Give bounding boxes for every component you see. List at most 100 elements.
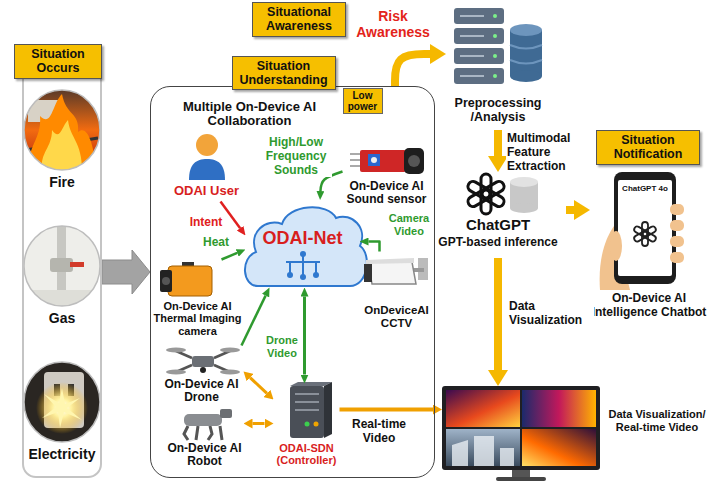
user-node: ODAI User — [172, 132, 242, 202]
hazard-item: Gas — [24, 226, 100, 328]
robot-image — [184, 414, 222, 426]
monitor-image — [446, 429, 520, 466]
sound-sensor-image — [368, 154, 380, 166]
status-badge: Low power — [343, 88, 383, 118]
node-label: On-Device AI Thermal Imaging camera — [152, 300, 244, 338]
sound-sensor-image — [350, 159, 360, 161]
electricity-photo — [24, 362, 100, 442]
connector-arrow — [369, 242, 380, 252]
hazard-item: Electricity — [24, 362, 100, 464]
device-node: On-Device AI Robot — [166, 408, 244, 470]
database-icon — [510, 203, 538, 213]
device-node: On-Device AI Thermal Imaging camera — [152, 260, 244, 344]
controller-node: ODAI-SDN (Controller) — [274, 384, 340, 476]
server-rack-image — [493, 34, 497, 38]
device-node: On-Device AI Drone — [160, 346, 244, 410]
drone-image — [166, 348, 186, 353]
phone-image — [633, 225, 648, 237]
thermal-camera-image — [160, 270, 172, 292]
edge-label: Data Visualization — [508, 300, 594, 328]
server-rack-image — [510, 24, 542, 36]
monitor-image — [512, 470, 530, 478]
robot-image — [184, 426, 222, 440]
electricity-photo — [24, 362, 100, 442]
cctv-image — [368, 262, 416, 284]
drone-image — [166, 348, 240, 375]
node-label: On-Device AI Sound sensor — [343, 180, 431, 208]
edge-label: Camera Video — [386, 212, 432, 237]
edge-label: Intent — [186, 216, 226, 230]
drone-image — [166, 370, 186, 375]
server-rack-image — [493, 54, 497, 58]
monitor-image — [446, 390, 520, 427]
fire-photo — [24, 90, 100, 170]
edge-label: Drone Video — [262, 334, 302, 359]
electricity-photo — [36, 382, 88, 434]
server-rack-image — [493, 74, 497, 78]
edge-label: Multimodal Feature Extraction — [506, 132, 584, 173]
connector-arrow — [395, 54, 430, 86]
server-rack-image — [510, 30, 542, 76]
cloud-icon — [300, 274, 306, 280]
chatgpt-logo — [466, 180, 492, 201]
gas-photo — [24, 226, 100, 306]
gas-photo — [24, 290, 100, 306]
network-cloud: ODAI-Net — [246, 200, 360, 288]
cctv-image — [364, 258, 428, 284]
gas-photo — [24, 226, 100, 306]
connector-arrow — [494, 258, 502, 370]
phone-image — [670, 252, 684, 263]
phone-image — [614, 172, 676, 284]
node-label: Fire — [24, 174, 100, 190]
node-label: Electricity — [24, 446, 100, 462]
phone-image — [600, 172, 684, 290]
stage-tag: Situational Awareness — [252, 2, 346, 40]
node-label: On-Device AI Robot — [166, 442, 244, 470]
cloud-icon — [245, 207, 367, 286]
server-image — [295, 394, 319, 410]
database-icon — [510, 177, 538, 213]
server-rack-image — [493, 14, 497, 18]
fire-photo — [24, 90, 100, 170]
node-label: On-Device AI Intelligence Chatbot — [590, 292, 708, 320]
monitor-node: Data Visualization/ Real-time Video — [442, 386, 708, 482]
node-label: ODAI User — [172, 184, 242, 199]
thermal-camera-image — [160, 262, 212, 296]
phone-image — [670, 236, 684, 247]
gas-photo — [24, 226, 100, 306]
fire-photo — [24, 90, 100, 170]
gas-photo — [70, 262, 84, 267]
stage-tag: Situation Occurs — [14, 44, 102, 79]
drone-image — [176, 351, 230, 372]
connector-arrow — [253, 422, 265, 425]
edge-label: High/Low Frequency Sounds — [260, 136, 332, 177]
cloud-icon — [245, 207, 367, 286]
user-icon — [196, 134, 218, 156]
connector-arrow — [303, 297, 306, 375]
node-label: ChatGPT — [430, 216, 566, 233]
server-image — [290, 382, 332, 438]
edge-label: Heat — [196, 236, 236, 250]
server-rack-image — [454, 8, 542, 84]
monitor-image — [442, 386, 600, 481]
phone-image — [633, 222, 657, 246]
node-label: Data Visualization/ Real-time Video — [606, 408, 708, 433]
cloud-icon — [313, 272, 319, 278]
fire-photo — [24, 90, 100, 170]
chatgpt-logo — [466, 174, 506, 214]
electricity-photo — [24, 362, 100, 442]
cloud-icon — [300, 251, 306, 257]
thermal-camera-image — [162, 277, 170, 285]
electricity-photo — [42, 388, 82, 428]
sound-sensor-image — [360, 150, 406, 172]
stage-tag: Situation Understanding — [232, 56, 336, 91]
cctv-image — [366, 258, 414, 264]
cctv-image — [364, 264, 372, 282]
node-label: On-Device AI Drone — [160, 378, 244, 406]
monitor-image — [496, 477, 546, 481]
hazard-item: Fire — [24, 90, 100, 192]
user-icon — [189, 134, 225, 180]
sound-sensor-image — [350, 153, 360, 155]
node-label: Gas — [24, 310, 100, 326]
